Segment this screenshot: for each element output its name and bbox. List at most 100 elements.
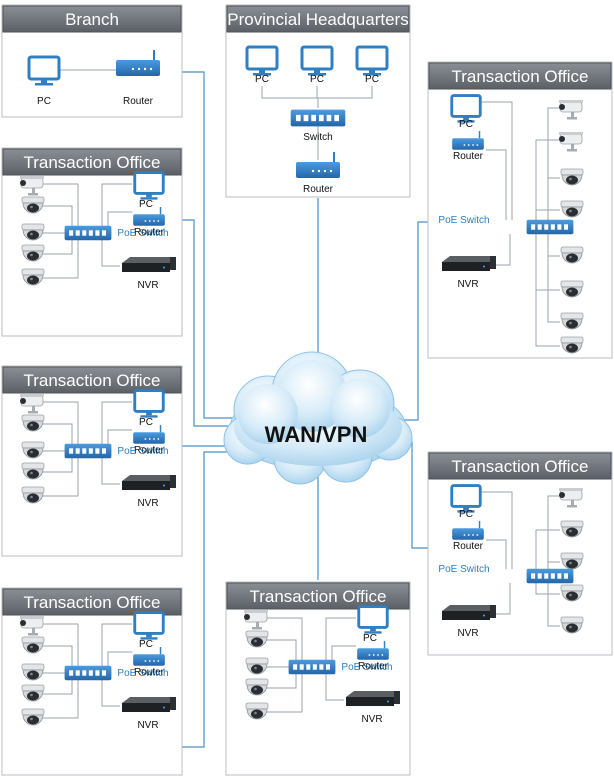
router-label: Router <box>134 667 165 678</box>
pc-label: PC <box>139 417 153 428</box>
switch-icon <box>290 109 346 127</box>
dome-camera-icon <box>21 684 45 702</box>
panel-title: Transaction Office <box>249 587 386 606</box>
router-label: Router <box>453 151 484 162</box>
bullet-camera-icon <box>559 100 583 120</box>
panel-title: Transaction Office <box>451 457 588 476</box>
switch-label: Switch <box>303 132 332 143</box>
pc-label: PC <box>255 74 269 85</box>
nvr-icon <box>122 475 176 490</box>
panel-title: Provincial Headquarters <box>227 10 408 29</box>
pc-label: PC <box>37 96 51 107</box>
switch-icon <box>64 665 112 681</box>
router-label: Router <box>123 96 154 107</box>
switch-icon <box>64 225 112 241</box>
dome-camera-icon <box>245 630 269 648</box>
switch-icon <box>288 659 336 675</box>
dome-camera-icon <box>560 168 584 186</box>
nvr-icon <box>122 697 176 712</box>
dome-camera-icon <box>21 223 45 241</box>
bullet-camera-icon <box>20 616 44 636</box>
dome-camera-icon <box>245 657 269 675</box>
nvr-icon <box>122 257 176 272</box>
wan-links <box>182 71 428 748</box>
panel-title-bar: Transaction Office <box>428 62 612 90</box>
pc-icon <box>133 171 165 200</box>
dome-camera-icon <box>21 636 45 654</box>
poe-switch-label: PoE Switch <box>117 668 168 679</box>
pc-label: PC <box>310 74 324 85</box>
bullet-camera-icon <box>20 176 44 196</box>
dome-camera-icon <box>21 414 45 432</box>
dome-camera-icon <box>245 678 269 696</box>
router-icon <box>116 50 160 76</box>
router-icon <box>452 521 484 540</box>
panel-title: Branch <box>65 10 119 29</box>
panel-title: Transaction Office <box>23 371 160 390</box>
poe-switch-label: PoE Switch <box>438 564 489 575</box>
panel-title-bar: Transaction Office <box>2 148 182 176</box>
dome-camera-icon <box>560 520 584 538</box>
dome-camera-icon <box>560 584 584 602</box>
router-label: Router <box>134 227 165 238</box>
pc-label: PC <box>459 119 473 130</box>
panel-title-bar: Branch <box>2 5 182 33</box>
dome-camera-icon <box>21 196 45 214</box>
nvr-icon <box>346 691 400 706</box>
panel-title-bar: Transaction Office <box>2 366 182 394</box>
router-icon <box>452 131 484 150</box>
pc-label: PC <box>365 74 379 85</box>
panel-title: Transaction Office <box>451 67 588 86</box>
bullet-camera-icon <box>559 488 583 508</box>
nvr-icon <box>442 256 496 271</box>
pc-icon <box>357 605 389 634</box>
switch-icon <box>526 568 574 584</box>
pc-icon <box>300 45 334 76</box>
dome-camera-icon <box>21 708 45 726</box>
switch-icon <box>64 443 112 459</box>
bullet-camera-icon <box>244 610 268 630</box>
panel-title-bar: Transaction Office <box>428 452 612 480</box>
router-label: Router <box>134 445 165 456</box>
poe-switch-label: PoE Switch <box>438 215 489 226</box>
dome-camera-icon <box>21 244 45 262</box>
dome-camera-icon <box>21 268 45 286</box>
dome-camera-icon <box>21 486 45 504</box>
dome-camera-icon <box>21 441 45 459</box>
cloud-label: WAN/VPN <box>265 422 368 447</box>
pc-label: PC <box>139 199 153 210</box>
nvr-label: NVR <box>137 498 158 509</box>
router-icon <box>133 207 165 226</box>
router-icon <box>133 425 165 444</box>
wan-vpn-cloud: WAN/VPN <box>223 351 413 485</box>
panel-title: Transaction Office <box>23 593 160 612</box>
router-icon <box>133 647 165 666</box>
pc-icon <box>245 45 279 76</box>
panel-title-bar: Transaction Office <box>226 582 410 610</box>
nvr-icon <box>442 605 496 620</box>
nvr-label: NVR <box>361 714 382 725</box>
bullet-camera-icon <box>559 132 583 152</box>
pc-label: PC <box>139 639 153 650</box>
pc-icon <box>133 389 165 418</box>
dome-camera-icon <box>560 280 584 298</box>
panel-title: Transaction Office <box>23 153 160 172</box>
router-label: Router <box>358 661 389 672</box>
poe-switch-label: PoE Switch <box>341 662 392 673</box>
pc-icon <box>450 94 482 123</box>
dome-camera-icon <box>560 246 584 264</box>
nvr-label: NVR <box>137 720 158 731</box>
router-label: Router <box>303 184 334 195</box>
pc-label: PC <box>459 509 473 520</box>
router-label: Router <box>453 541 484 552</box>
router-icon <box>296 152 340 178</box>
